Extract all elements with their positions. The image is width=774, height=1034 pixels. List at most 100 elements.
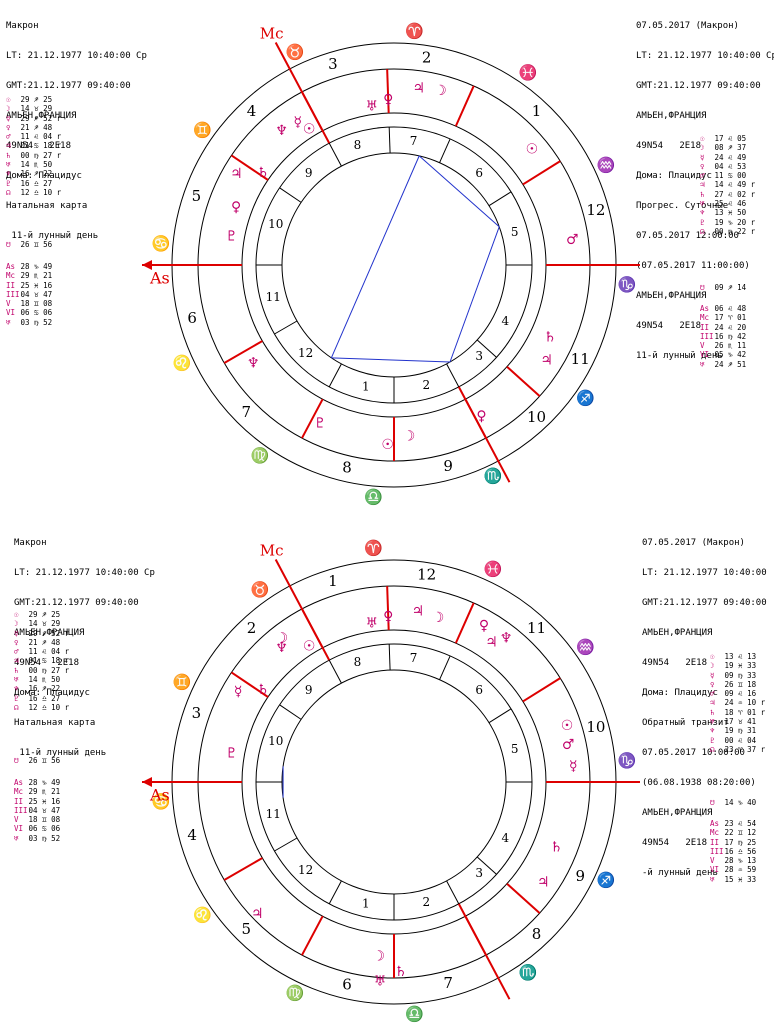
position-row: ♅ 17 ♉ 41 (710, 717, 765, 726)
position-value: 06 ♌ 48 (710, 304, 747, 313)
inner-cusp-line (446, 880, 460, 905)
header-line: (06.08.1938 08:20:00) (642, 778, 756, 788)
position-row: ♀ 21 ♐ 48 (6, 123, 61, 132)
position-value: 11 ♋ 00 (710, 171, 747, 181)
outer-house-number: 12 (417, 566, 436, 584)
planet-glyph-icon: ☿ (294, 114, 303, 130)
position-value: 01 ♋ 18 r (24, 656, 70, 666)
position-value: 06 ♋ 06 (16, 308, 53, 318)
house-cusp-line (230, 671, 269, 698)
position-row: ☊ 23 ♈ 37 r (710, 745, 765, 754)
planet-glyph-icon: ☽ (434, 83, 447, 99)
glyph-icon: ☿ (710, 670, 715, 680)
aspect-line (330, 155, 420, 359)
glyph-icon: ♆ (700, 208, 705, 218)
outer-house-number: 1 (532, 102, 542, 120)
glyph-icon: ♂ (14, 647, 19, 657)
glyph-icon: ☋ (700, 283, 705, 292)
zodiac-sign-icon: ♈ (364, 539, 383, 557)
header-line: АМЬЕН,ФРАНЦИЯ (642, 628, 713, 638)
outer-house-number: 10 (586, 718, 605, 736)
position-row: VI 06 ♋ 06 (14, 824, 60, 833)
glyph-icon: ☽ (700, 143, 705, 153)
planet-glyph-icon: ☽ (372, 948, 385, 964)
position-value: 19 ♓ 33 (720, 661, 757, 671)
position-row: ♀ 04 ♌ 53 (700, 162, 755, 171)
position-row: ☉ 13 ♌ 13 (710, 652, 765, 661)
position-row: ☿ 29 ♐ 52 r (14, 629, 69, 638)
position-value: 24 ♒ 10 r (720, 698, 766, 708)
header-line: Дома: Плацидус (14, 688, 90, 698)
planet-glyph-icon: ♃ (540, 352, 553, 368)
position-value: 28 ♒ 59 (720, 865, 757, 875)
glyph-icon: ♀ (6, 122, 11, 132)
header-line: 07.05.2017 10:00:00 (642, 748, 745, 758)
glyph-icon: ♄ (710, 707, 715, 717)
chart-ring (281, 152, 507, 378)
position-row: ☋ 14 ♑ 40 (710, 798, 756, 807)
planet-glyph-icon: ☽ (432, 610, 445, 626)
planet-glyph-icon: ☿ (569, 758, 578, 774)
inner-house-number: 3 (475, 866, 483, 880)
header-line: АМЬЕН,ФРАНЦИЯ (6, 111, 77, 121)
glyph-icon: ♀ (14, 637, 19, 647)
inner-house-number: 8 (354, 138, 362, 152)
glyph-icon: ♃ (6, 141, 11, 151)
planet-glyph-icon: ♅ (365, 99, 378, 115)
header-line: 07.05.2017 (Макрон) (636, 21, 739, 31)
outer-house-number: 12 (586, 201, 605, 219)
glyph-icon: ♃ (14, 656, 19, 666)
glyph-icon: ♅ (6, 160, 11, 170)
position-row: ☉ 29 ♐ 25 (6, 95, 61, 104)
position-row: ☋ 26 ♊ 56 (6, 240, 52, 249)
inner-cusp-line (328, 142, 342, 167)
planet-glyph-icon: ☉ (303, 638, 316, 654)
position-row: ☽ 14 ♉ 29 (14, 619, 69, 628)
position-row: V 28 ♑ 13 (710, 856, 756, 865)
zodiac-sign-icon: ♍ (250, 447, 269, 465)
inner-house-number: 1 (362, 379, 370, 393)
position-row: ♅ 24 ♐ 51 (700, 360, 746, 369)
planet-glyph-icon: ☉ (526, 141, 539, 157)
position-value: 12 ♎ 10 r (24, 702, 70, 712)
top-right-header: 07.05.2017 (Макрон) LT: 21.12.1977 10:40… (636, 1, 774, 381)
header-line: 11-й лунный день (6, 231, 99, 241)
bottom-left-header: Макрон LT: 21.12.1977 10:40:00 Ср GMT:21… (14, 518, 155, 778)
inner-house-number: 8 (354, 655, 362, 669)
house-cusp-line (386, 586, 390, 631)
position-row: ☉ 29 ♐ 25 (14, 610, 69, 619)
position-row: III 16 ♍ 42 (700, 332, 746, 341)
zodiac-sign-icon: ♎ (405, 1005, 424, 1023)
zodiac-sign-icon: ♏ (519, 964, 538, 982)
planet-glyph-icon: ♂ (562, 737, 575, 753)
top-left-header: Макрон LT: 21.12.1977 10:40:00 Ср GMT:21… (6, 1, 147, 261)
position-row: ♅ 15 ♓ 33 (710, 875, 756, 884)
planet-glyph-icon: ♇ (314, 416, 327, 432)
inner-cusp-line (274, 320, 298, 335)
planet-glyph-icon: ♃ (485, 635, 498, 651)
planet-glyph-icon: ♀ (231, 200, 241, 216)
zodiac-sign-icon: ♌ (193, 906, 212, 924)
glyph-icon: ☉ (700, 134, 705, 143)
glyph-icon: VI (6, 308, 16, 318)
position-value: 14 ♏ 50 (24, 675, 61, 685)
position-value: 05 ♑ 42 (710, 350, 747, 360)
inner-cusp-line (328, 659, 342, 684)
position-row: ♂ 09 ♌ 16 (710, 689, 765, 698)
glyph-icon: ♄ (700, 189, 705, 199)
natal-planet-list: ☉ 29 ♐ 25☽ 14 ♉ 29☿ 29 ♐ 52 r♀ 21 ♐ 48♂ … (14, 610, 69, 712)
position-row: II 24 ♌ 20 (700, 323, 746, 332)
glyph-icon: V (710, 856, 715, 866)
inner-house-number: 2 (423, 378, 431, 392)
planet-glyph-icon: ♆ (500, 631, 513, 647)
position-row: ☋ 09 ♐ 14 (700, 283, 746, 292)
house-cusp-line (522, 160, 561, 186)
glyph-icon: II (700, 322, 710, 332)
inner-cusp-line (328, 880, 342, 905)
planet-glyph-icon: ☿ (234, 684, 243, 700)
position-row: ☽ 19 ♓ 33 (710, 661, 765, 670)
header-line: 07.05.2017 12:00:00 (636, 231, 739, 241)
inner-cusp-line (274, 837, 298, 852)
planet-glyph-icon: ♇ (225, 745, 238, 761)
inner-house-number: 2 (423, 895, 431, 909)
